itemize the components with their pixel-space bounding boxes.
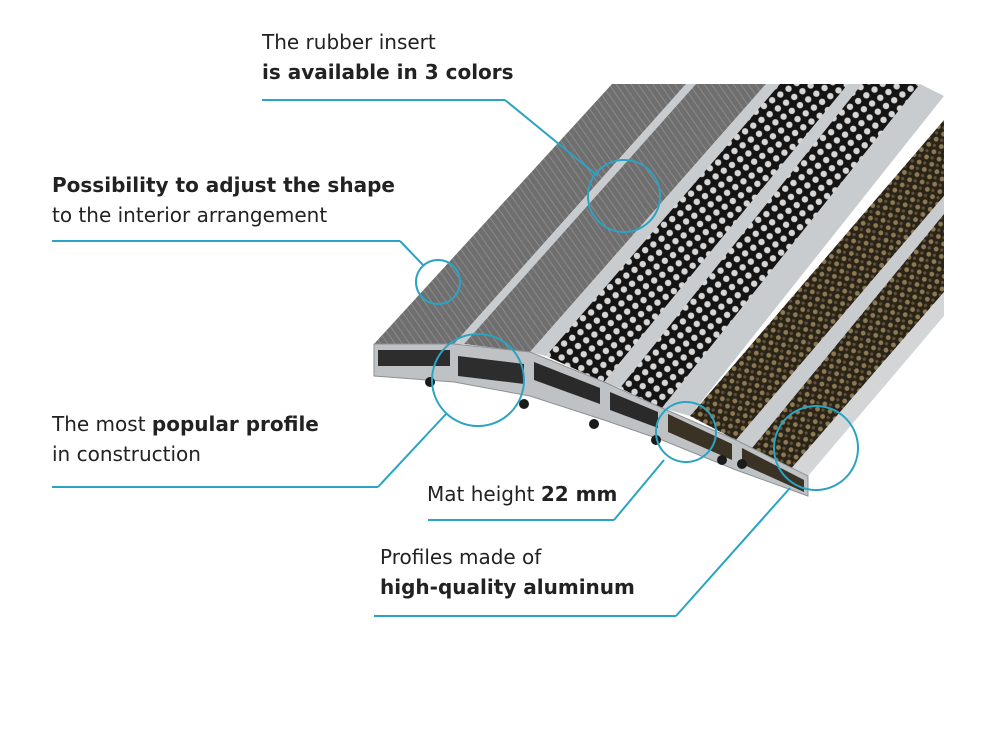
callout-graphics [52, 99, 859, 617]
callout-mat-height: Mat height 22 mm [427, 479, 617, 509]
rubber-strip-1 [374, 84, 686, 344]
mat-strips [374, 84, 944, 476]
callout-profiles-aluminum-line2: high-quality aluminum [380, 575, 635, 599]
brush-strip-2 [752, 214, 944, 470]
brush-strip-1 [690, 120, 944, 440]
aluminum-divider-2 [530, 84, 780, 356]
callout-adjust-shape-line1: Possibility to adjust the shape [52, 173, 395, 197]
callout-adjust-shape-line2: to the interior arrangement [52, 203, 328, 227]
aluminum-edge [790, 292, 944, 476]
callout-profiles-aluminum-line1: Profiles made of [380, 545, 542, 569]
aluminum-divider-5 [736, 196, 944, 448]
rubber-dots-strip-1 [546, 84, 848, 382]
rubber-dots-strip-2 [620, 84, 920, 408]
callout-adjust-shape: Possibility to adjust the shape to the i… [52, 170, 395, 230]
callout-line-height-d [613, 459, 665, 521]
callout-rubber-insert-line1: The rubber insert [262, 30, 436, 54]
profile-cross-section [373, 343, 809, 497]
callout-popular-profile: The most popular profile in construction [52, 409, 319, 469]
callout-circle-profile [431, 333, 525, 427]
callout-circle-rubber-insert [587, 159, 661, 233]
callout-popular-profile-line1: The most popular profile [52, 412, 319, 436]
callout-popular-profile-line2: in construction [52, 442, 201, 466]
aluminum-divider-3 [604, 84, 862, 388]
callout-rubber-insert-line2: is available in 3 colors [262, 60, 514, 84]
callout-circle-adjust [415, 259, 461, 305]
rubber-strip-2 [464, 84, 766, 352]
aluminum-divider-4 [662, 84, 944, 416]
callout-line-profile-d [377, 413, 447, 488]
callout-profiles-aluminum: Profiles made of high-quality aluminum [380, 542, 635, 602]
aluminum-divider-1 [454, 84, 696, 344]
callout-line-rubber-insert-d [504, 99, 599, 177]
callout-mat-height-line1: Mat height 22 mm [427, 482, 618, 506]
callout-line-adjust-d [399, 240, 425, 267]
callout-circle-aluminum [773, 405, 859, 491]
callout-rubber-insert: The rubber insert is available in 3 colo… [262, 27, 514, 87]
callout-circle-height [655, 401, 717, 463]
callout-line-aluminum-d [675, 487, 791, 617]
